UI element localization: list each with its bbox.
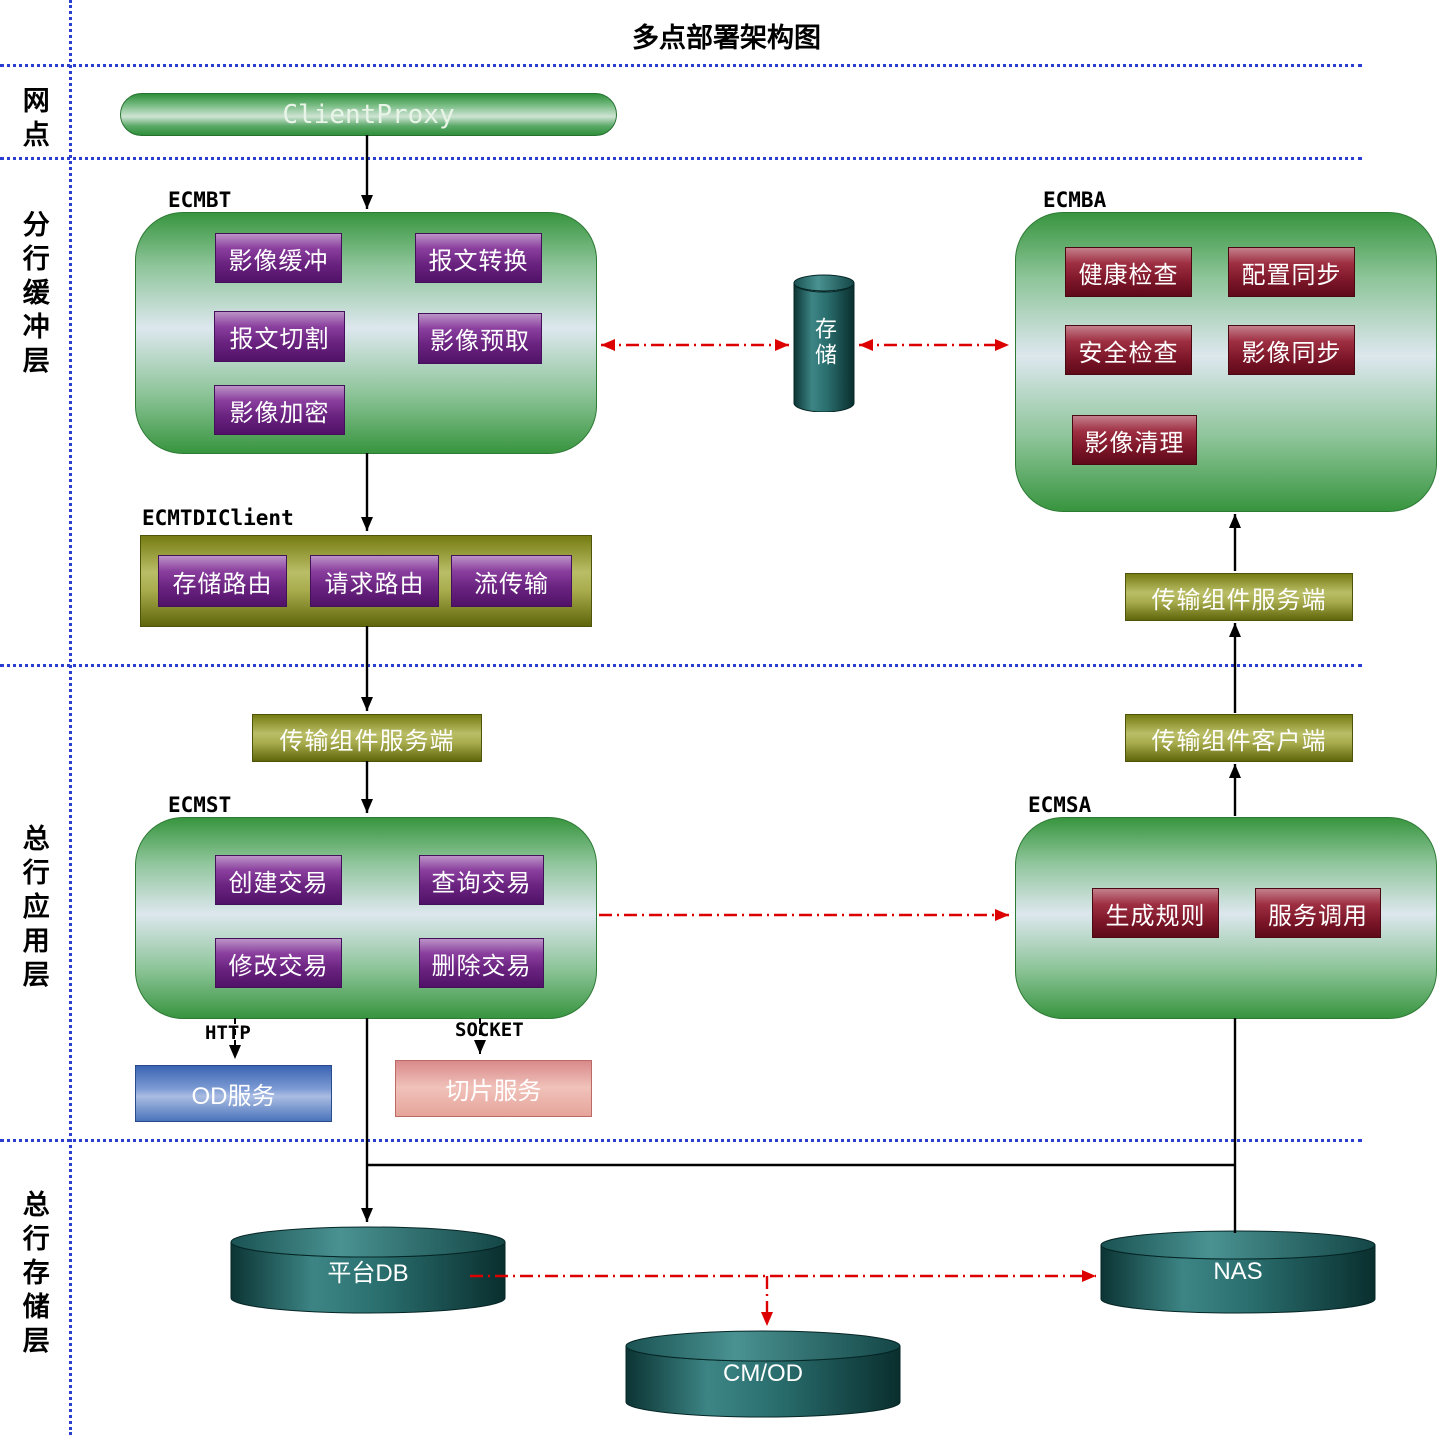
cmod-cylinder: CM/OD [625, 1330, 901, 1418]
security-check-item: 安全检查 [1065, 325, 1192, 375]
service-call-item: 服务调用 [1255, 888, 1381, 938]
storage-route-item: 存储路由 [158, 555, 287, 607]
stream-transfer-item: 流传输 [451, 555, 572, 607]
transfer-client-right-box: 传输组件客户端 [1125, 714, 1353, 762]
od-service-box: OD服务 [135, 1065, 332, 1122]
layer-label-branch-buffer: 分行缓冲层 [18, 210, 49, 380]
image-encrypt-item: 影像加密 [214, 385, 345, 435]
create-txn-item: 创建交易 [215, 855, 342, 905]
layer-label-head-app: 总行应用层 [18, 824, 49, 994]
storage-cylinder: 存储 [793, 274, 855, 413]
storage-cylinder-shape [793, 274, 855, 413]
layer-separator-1 [0, 64, 1362, 67]
health-check-item: 健康检查 [1065, 247, 1192, 297]
client-proxy-node: ClientProxy [120, 93, 617, 136]
ecmst-box [135, 817, 597, 1019]
diagram-title: 多点部署架构图 [632, 23, 821, 53]
transfer-server-left-box: 传输组件服务端 [252, 714, 482, 762]
slice-service-box: 切片服务 [395, 1060, 592, 1117]
layer-separator-vertical [69, 0, 72, 1435]
platform-db-label: 平台DB [327, 1259, 409, 1287]
ecmba-label: ECMBA [1043, 188, 1107, 212]
socket-edge-label: SOCKET [455, 1019, 524, 1041]
platform-db-cylinder: 平台DB [230, 1226, 506, 1314]
layer-separator-4 [0, 1139, 1362, 1142]
query-txn-item: 查询交易 [419, 855, 544, 905]
nas-label: NAS [1213, 1258, 1263, 1285]
nas-cylinder-shape [1100, 1230, 1376, 1314]
ecmst-label: ECMST [168, 793, 232, 817]
message-convert-item: 报文转换 [415, 233, 542, 283]
image-sync-item: 影像同步 [1228, 325, 1355, 375]
layer-label-site: 网点 [18, 86, 49, 154]
transfer-server-right-box: 传输组件服务端 [1125, 573, 1353, 621]
cmod-cylinder-shape [625, 1330, 901, 1418]
storage-cylinder-label: 存储 [812, 317, 837, 369]
image-clean-item: 影像清理 [1072, 415, 1197, 465]
layer-label-head-storage: 总行存储层 [18, 1190, 49, 1360]
layer-separator-3 [0, 664, 1362, 667]
image-prefetch-item: 影像预取 [418, 313, 542, 364]
modify-txn-item: 修改交易 [215, 938, 342, 988]
image-buffer-item: 影像缓冲 [215, 233, 342, 283]
delete-txn-item: 删除交易 [419, 938, 544, 988]
ecmsa-label: ECMSA [1028, 793, 1092, 817]
message-split-item: 报文切割 [214, 311, 345, 362]
http-edge-label: HTTP [205, 1022, 251, 1044]
config-sync-item: 配置同步 [1228, 247, 1355, 297]
nas-cylinder: NAS [1100, 1230, 1376, 1314]
platform-db-cylinder-shape [230, 1226, 506, 1314]
cmod-label: CM/OD [723, 1360, 803, 1387]
request-route-item: 请求路由 [310, 555, 439, 607]
ecmbt-label: ECMBT [168, 188, 232, 212]
ecmtdiclient-label: ECMTDIClient [142, 506, 294, 530]
generate-rule-item: 生成规则 [1092, 888, 1219, 938]
layer-separator-2 [0, 157, 1362, 160]
